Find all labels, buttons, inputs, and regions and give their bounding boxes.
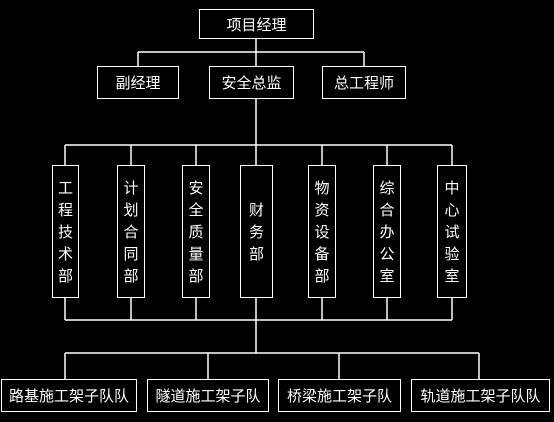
node-project-manager: 项目经理 — [199, 9, 314, 39]
node-dept-materials-equipment: 物资设备部 — [308, 165, 336, 298]
node-dept-finance: 财务部 — [240, 165, 273, 298]
node-dept-engineering: 工程技术部 — [52, 165, 79, 298]
node-safety-director: 安全总监 — [209, 66, 294, 99]
node-dept-general-office: 综合办公室 — [373, 165, 401, 298]
node-chief-engineer: 总工程师 — [322, 66, 406, 99]
node-dept-planning-contract: 计划合同部 — [117, 165, 145, 298]
node-team-track: 轨道施工架子队队 — [411, 379, 550, 412]
node-team-tunnel: 隧道施工架子队 — [147, 379, 269, 412]
node-team-bridge: 桥梁施工架子队 — [278, 379, 401, 412]
node-dept-central-lab: 中心试验室 — [437, 165, 467, 298]
node-dept-safety-quality: 安全质量部 — [182, 165, 210, 298]
node-team-subgrade: 路基施工架子队队 — [1, 379, 137, 412]
node-deputy-manager: 副经理 — [97, 66, 179, 99]
